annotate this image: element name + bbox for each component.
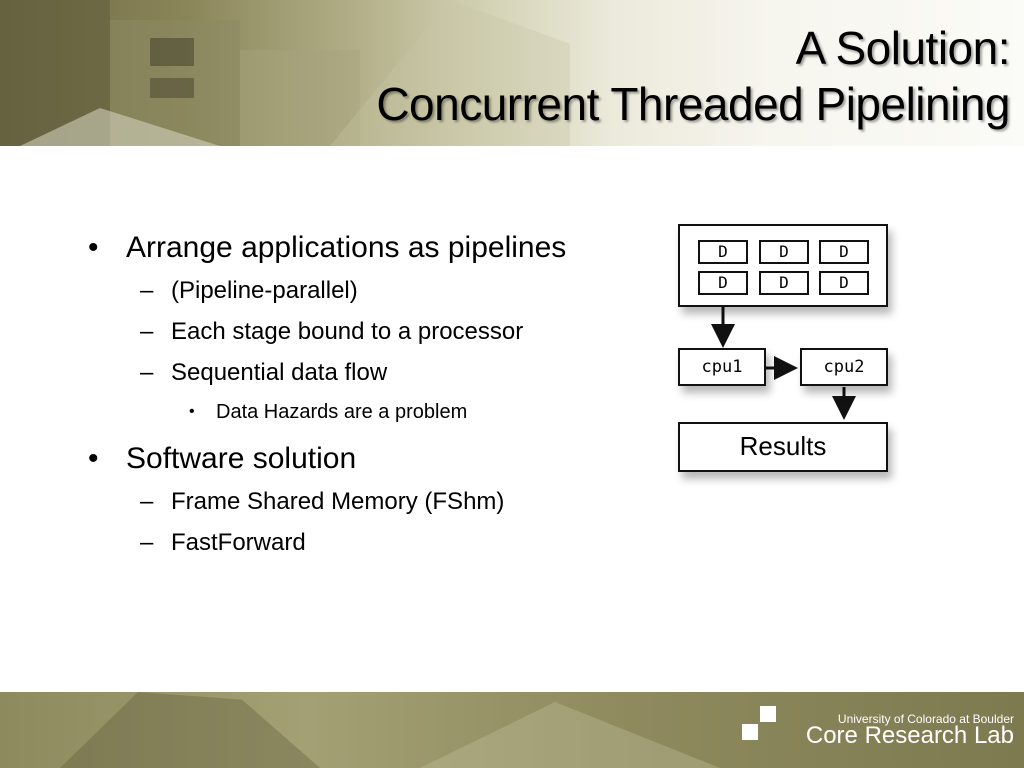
bullet-text: Data Hazards are a problem <box>216 401 468 423</box>
data-cell: D <box>698 240 748 264</box>
results-box: Results <box>678 422 888 472</box>
bullet-text: Each stage bound to a processor <box>171 318 524 345</box>
bullet-marker: • <box>88 442 99 475</box>
data-cell: D <box>759 271 809 295</box>
data-cell: D <box>819 271 869 295</box>
slide-title-line-1: A Solution: <box>795 22 1011 74</box>
cpu1-box: cpu1 <box>678 348 766 386</box>
bullet-item-level2: – Sequential data flow <box>88 352 648 393</box>
footer-texture-shape <box>420 702 720 768</box>
bullet-item-level1: • Software solution <box>88 437 648 481</box>
slide-title-line-2: Concurrent Threaded Pipelining <box>376 78 1010 130</box>
bullet-text: Sequential data flow <box>171 359 388 386</box>
data-cell: D <box>698 271 748 295</box>
slide-title: A Solution: Concurrent Threaded Pipelini… <box>376 20 1010 132</box>
header-banner: A Solution: Concurrent Threaded Pipelini… <box>0 0 1024 146</box>
bullet-marker: – <box>140 277 154 304</box>
diagram-arrows <box>711 307 856 420</box>
bullet-marker: – <box>140 318 154 345</box>
bullet-text: Frame Shared Memory (FShm) <box>171 488 505 515</box>
banner-window-shape <box>150 38 194 66</box>
footer-banner: University of Colorado at Boulder Core R… <box>0 692 1024 768</box>
footer-lab-name: Core Research Lab <box>805 722 1014 749</box>
bullet-marker: – <box>140 529 154 556</box>
data-cell: D <box>819 240 869 264</box>
bullet-item-level1: • Arrange applications as pipelines <box>88 226 648 270</box>
bullet-marker: – <box>140 359 154 386</box>
bullet-item-level3: • Data Hazards are a problem <box>88 393 648 431</box>
bullet-list: • Arrange applications as pipelines – (P… <box>88 226 648 563</box>
data-buffer-box: D D D D D D <box>678 224 888 307</box>
banner-window-shape <box>150 78 194 98</box>
bullet-item-level2: – Frame Shared Memory (FShm) <box>88 481 648 522</box>
bullet-text: FastForward <box>171 529 306 556</box>
lab-logo-icon <box>760 706 776 722</box>
bullet-text: (Pipeline-parallel) <box>171 277 358 304</box>
lab-logo-icon <box>742 724 758 740</box>
bullet-text: Software solution <box>126 442 357 475</box>
bullet-marker: • <box>189 403 195 420</box>
bullet-marker: • <box>88 231 99 264</box>
footer-university: University of Colorado at Boulder <box>837 712 1014 726</box>
bullet-text: Arrange applications as pipelines <box>126 231 567 264</box>
data-cell: D <box>759 240 809 264</box>
bullet-item-level2: – Each stage bound to a processor <box>88 311 648 352</box>
footer-texture-shape <box>60 692 320 768</box>
pipeline-diagram: D D D D D D cpu1 cpu2 Results <box>668 216 908 496</box>
bullet-item-level2: – (Pipeline-parallel) <box>88 270 648 311</box>
bullet-marker: – <box>140 488 154 515</box>
cpu2-box: cpu2 <box>800 348 888 386</box>
bullet-item-level2: – FastForward <box>88 522 648 563</box>
banner-building-shape <box>240 50 360 146</box>
